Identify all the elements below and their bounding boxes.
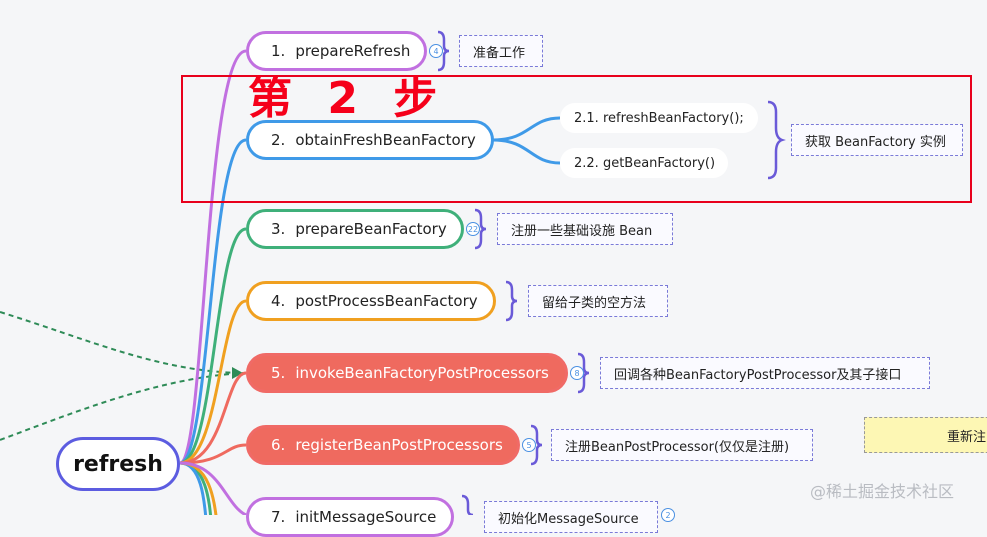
substep-label: 2.1. refreshBeanFactory(); [574, 110, 744, 126]
note-init-message-source: 初始化MessageSource [484, 501, 658, 533]
step-label: prepareBeanFactory [295, 220, 447, 238]
step-node-prepare-bean-factory[interactable]: 3. prepareBeanFactory [246, 209, 464, 249]
step-number: 1. [271, 42, 286, 60]
substep-refresh-bean-factory[interactable]: 2.1. refreshBeanFactory(); [560, 103, 758, 133]
root-node-refresh[interactable]: refresh [56, 437, 180, 491]
step-annotation: 第 2 步 [248, 73, 448, 124]
note-text: 初始化MessageSource [498, 511, 639, 527]
step-label: obtainFreshBeanFactory [295, 131, 476, 149]
step-node-register-bean-post-processors[interactable]: 6. registerBeanPostProcessors [246, 425, 520, 465]
note-invoke-bean-factory-post-processors: 回调各种BeanFactoryPostProcessor及其子接口 [600, 357, 930, 389]
note-text: 留给子类的空方法 [542, 295, 647, 311]
step-node-post-process-bean-factory[interactable]: 4. postProcessBeanFactory [246, 281, 496, 321]
note-prepare-refresh: 准备工作 [459, 35, 543, 67]
step-label: invokeBeanFactoryPostProcessors [295, 364, 549, 382]
note-text: 获取 BeanFactory 实例 [805, 134, 946, 150]
substep-get-bean-factory[interactable]: 2.2. getBeanFactory() [560, 148, 728, 178]
side-note: 重新注 [864, 417, 987, 453]
step-node-invoke-bean-factory-post-processors[interactable]: 5. invokeBeanFactoryPostProcessors [246, 353, 568, 393]
note-prepare-bean-factory: 注册一些基础设施 Bean [497, 213, 673, 245]
note-text: 注册一些基础设施 Bean [511, 223, 653, 239]
note-text: 注册BeanPostProcessor(仅仅是注册) [565, 439, 790, 455]
step-label: registerBeanPostProcessors [295, 436, 503, 454]
step-number: 7. [271, 508, 286, 526]
step-number: 6. [271, 436, 286, 454]
step-number: 4. [271, 292, 286, 310]
highlight-box [181, 75, 972, 203]
note-register-bean-post-processors: 注册BeanPostProcessor(仅仅是注册) [551, 429, 813, 461]
substep-label: 2.2. getBeanFactory() [574, 155, 716, 171]
note-text: 准备工作 [473, 45, 526, 61]
connector-lines [0, 30, 786, 515]
count-badge[interactable]: 8 [570, 366, 584, 380]
step-node-prepare-refresh[interactable]: 1. prepareRefresh [246, 31, 427, 71]
step-number: 3. [271, 220, 286, 238]
step-label: initMessageSource [295, 508, 437, 526]
step-number: 5. [271, 364, 286, 382]
note-obtain-fresh-bean-factory: 获取 BeanFactory 实例 [791, 124, 963, 156]
side-note-text: 重新注 [947, 429, 987, 445]
note-text: 回调各种BeanFactoryPostProcessor及其子接口 [614, 367, 902, 383]
count-badge[interactable]: 4 [429, 44, 443, 58]
step-node-init-message-source[interactable]: 7. initMessageSource [246, 497, 454, 537]
watermark: @稀土掘金技术社区 [810, 482, 955, 501]
step-label: prepareRefresh [295, 42, 411, 60]
root-label: refresh [73, 451, 163, 477]
step-number: 2. [271, 131, 286, 149]
step-node-obtain-fresh-bean-factory[interactable]: 2. obtainFreshBeanFactory [246, 120, 494, 160]
count-badge[interactable]: 5 [522, 438, 536, 452]
count-badge[interactable]: 2 [661, 508, 675, 522]
step-label: postProcessBeanFactory [295, 292, 478, 310]
count-badge[interactable]: 22 [466, 222, 480, 236]
note-post-process-bean-factory: 留给子类的空方法 [528, 285, 668, 317]
